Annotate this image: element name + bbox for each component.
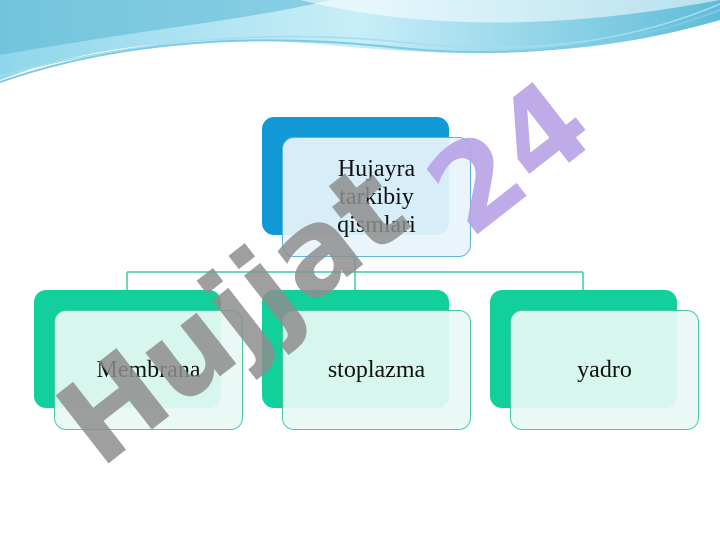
child-node-label: yadro bbox=[577, 357, 632, 383]
root-node-label: Hujayra tarkibiy qismlari bbox=[337, 156, 416, 238]
child-node-card: stoplazma bbox=[282, 310, 471, 430]
child-node-label: Membrana bbox=[96, 357, 201, 383]
child-node-card: Membrana bbox=[54, 310, 243, 430]
child-node-card: yadro bbox=[510, 310, 699, 430]
header-wave-banner bbox=[0, 0, 720, 83]
child-node-label: stoplazma bbox=[327, 357, 426, 383]
root-node-card: Hujayra tarkibiy qismlari bbox=[282, 137, 471, 257]
